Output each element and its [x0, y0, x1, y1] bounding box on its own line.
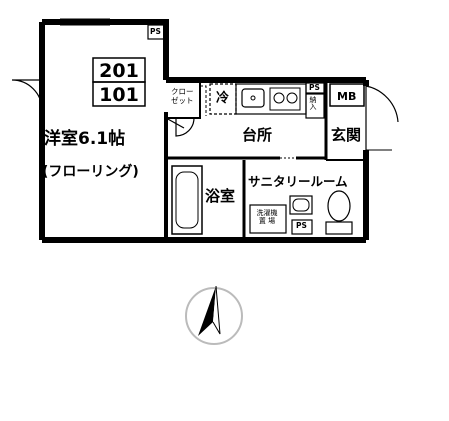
bathtub [171, 165, 203, 235]
north-arrow-outline [212, 285, 221, 335]
north-arrow-icon [198, 286, 216, 336]
western-room-floor-label: (フローリング) [42, 164, 139, 180]
dashed-boundary [200, 85, 207, 116]
sanitary-room-label: サニタリールーム [248, 174, 348, 189]
fridge-label: 冷 [216, 91, 230, 106]
unit-number-201: 201 [99, 60, 139, 82]
door-room-west [11, 79, 43, 111]
sink [241, 88, 265, 108]
washer-area [249, 204, 287, 234]
door-room-kitchen [165, 117, 185, 129]
compass [185, 285, 243, 345]
washbasin [289, 195, 313, 215]
bathtub-inner [175, 171, 199, 229]
pipe-space-label-3: PS [296, 221, 307, 230]
pipe-space-3 [291, 219, 313, 235]
meter-box [329, 83, 365, 107]
door-entrance [365, 85, 399, 150]
bathroom-label: 浴室 [205, 187, 236, 205]
exterior-wall-north-main [42, 19, 169, 80]
sink-drain [250, 95, 256, 101]
compass-ring [185, 287, 243, 345]
burner-1 [273, 92, 285, 104]
toilet-bowl [327, 190, 351, 222]
pipe-space-label-2: PS [309, 83, 320, 92]
door-closet [175, 117, 195, 137]
unit-box-101 [92, 81, 146, 107]
window-north [60, 18, 110, 26]
pipe-space-1 [147, 24, 165, 40]
western-room-label: 洋室6.1帖 [44, 129, 126, 149]
entrance-label: 玄関 [331, 126, 362, 144]
kitchen-counter [235, 83, 307, 115]
closet-label: クロー ゼット [171, 87, 194, 106]
pipe-space-label-1: PS [150, 27, 161, 36]
burner-2 [286, 92, 298, 104]
toilet-tank [325, 221, 353, 235]
interior-wall-closet [166, 80, 201, 119]
stove [269, 87, 301, 111]
washbasin-bowl [292, 198, 310, 212]
washer-label: 洗濯機 置 場 [256, 209, 278, 226]
storage-label: 納 入 [309, 96, 317, 112]
kitchen-label: 台所 [242, 126, 273, 144]
meter-box-label: MB [337, 90, 357, 103]
unit-number-101: 101 [99, 84, 139, 106]
